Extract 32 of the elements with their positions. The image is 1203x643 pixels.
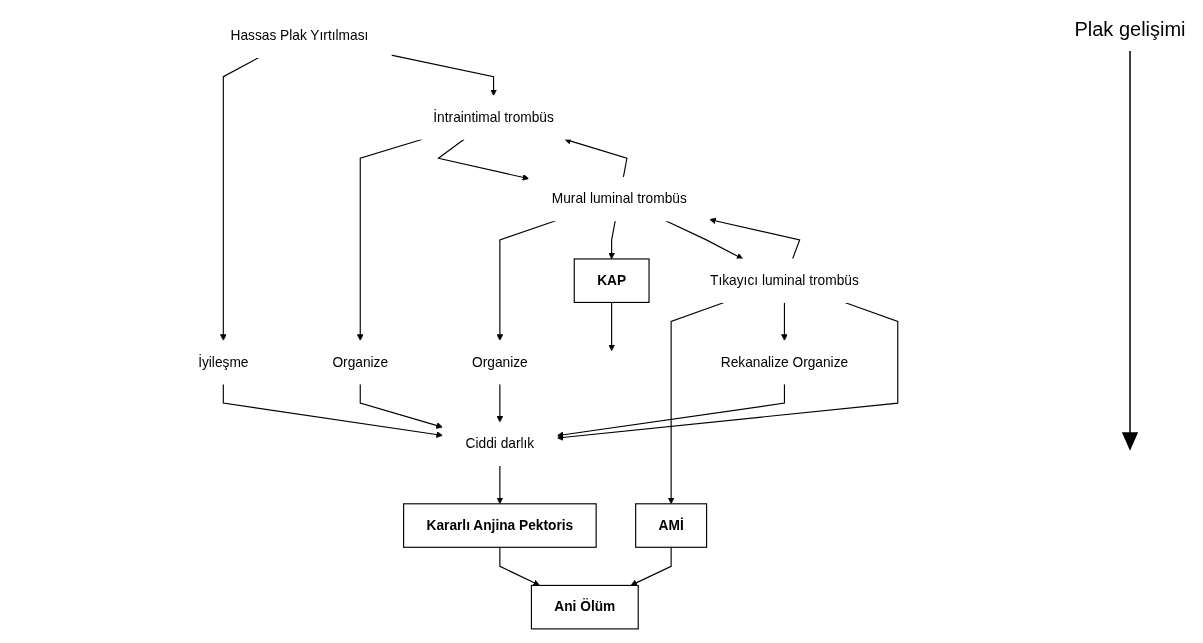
node-text: İyileşme	[198, 354, 249, 370]
node-text: Tıkayıcı luminal trombüs	[710, 272, 859, 288]
node-box: KAP	[573, 258, 650, 303]
node-box: Ani Ölüm	[530, 584, 639, 630]
node-box: AMİ	[635, 503, 708, 548]
arrow	[496, 465, 504, 505]
side-label: Plak gelişimi	[1074, 18, 1186, 41]
arrow	[665, 220, 744, 260]
arrow	[709, 217, 801, 260]
node-text: Rekanalize Organize	[720, 354, 849, 370]
arrow	[359, 383, 443, 429]
arrow	[496, 383, 504, 423]
node-box: Kararlı Anjina Pektoris	[403, 503, 597, 548]
node-text: Hassas Plak Yırtılması	[230, 27, 369, 44]
arrow	[499, 546, 540, 586]
arrow	[608, 220, 616, 260]
node-text: Ciddi darlık	[465, 435, 535, 452]
node-text: Organize	[472, 354, 528, 370]
arrow	[219, 57, 260, 341]
arrow	[630, 546, 672, 586]
arrow	[781, 301, 788, 341]
arrow	[390, 54, 497, 96]
arrow	[667, 301, 725, 505]
arrow	[437, 138, 530, 181]
node-text: Organize	[332, 354, 389, 370]
node-text: Mural luminal trombüs	[551, 191, 687, 207]
arrow	[222, 383, 443, 438]
arrow	[608, 301, 615, 352]
arrow	[496, 220, 557, 341]
arrow	[556, 383, 785, 439]
arrow	[556, 301, 899, 441]
node-text: İntraintimal trombüs	[433, 109, 554, 125]
